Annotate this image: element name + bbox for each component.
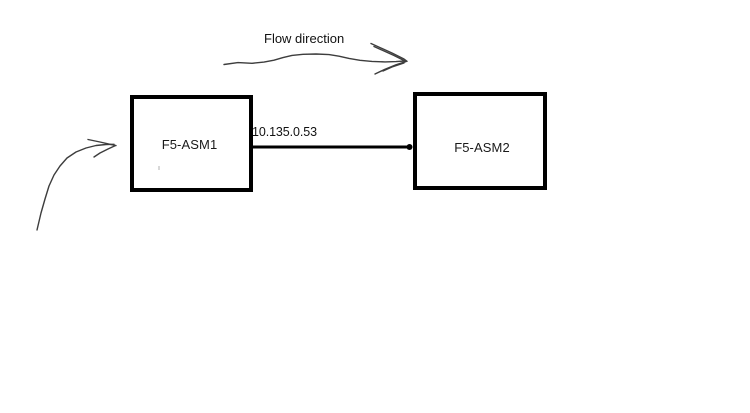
flow-arrow-head-upper-second xyxy=(373,45,406,62)
node-box-asm1[interactable]: F5-ASM1 xyxy=(130,95,253,192)
flow-direction-arrow-icon xyxy=(223,42,408,75)
flow-arrow-head-lower xyxy=(374,60,407,75)
flow-direction-label: Flow direction xyxy=(264,31,345,46)
ingress-arrow-icon xyxy=(36,138,117,231)
ingress-arrow-shaft xyxy=(36,143,115,231)
connector-label-ip-address: 10.135.0.53 xyxy=(252,125,317,139)
node-label-asm2: F5-ASM2 xyxy=(454,139,510,155)
flow-arrow-shaft xyxy=(223,53,406,66)
ingress-arrow-head-lower xyxy=(93,145,116,158)
connector-asm1-to-asm2 xyxy=(251,144,413,150)
smudge-artifact xyxy=(158,166,160,170)
node-label-asm1: F5-ASM1 xyxy=(161,137,218,152)
ingress-arrow-head-upper xyxy=(87,138,117,147)
flow-arrow-head-lower-second xyxy=(382,62,405,72)
flow-arrow-head-upper xyxy=(370,42,408,62)
node-box-asm2[interactable]: F5-ASM2 xyxy=(413,92,547,190)
connector-endpoint-dot xyxy=(406,144,413,150)
